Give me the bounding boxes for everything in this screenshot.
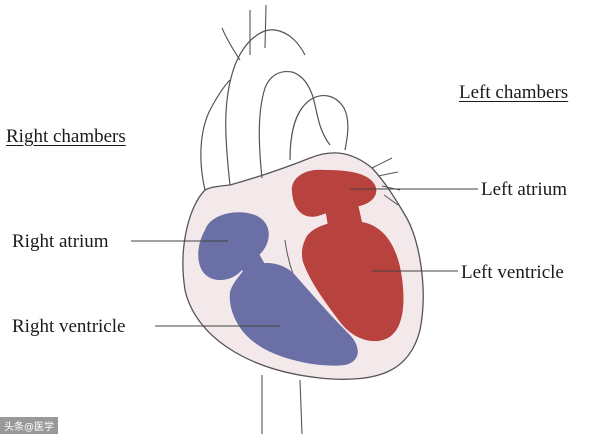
inferior-vessel-outline bbox=[261, 375, 303, 434]
right-ventricle-label: Right ventricle bbox=[12, 316, 126, 337]
right-chambers-heading: Right chambers bbox=[6, 126, 126, 147]
pulmonary-veins bbox=[371, 157, 401, 206]
mitral-valve-region bbox=[325, 204, 362, 226]
aorta-outline bbox=[225, 29, 331, 186]
left-ventricle-label: Left ventricle bbox=[461, 262, 564, 283]
right-ventricle-chamber bbox=[229, 262, 358, 366]
right-heart-border bbox=[200, 79, 231, 191]
superior-vena-cava-outline bbox=[221, 4, 267, 61]
left-chambers-heading: Left chambers bbox=[459, 82, 569, 103]
pulmonary-artery-outline bbox=[289, 94, 349, 161]
left-atrium-label: Left atrium bbox=[481, 179, 567, 200]
left-ventricle-chamber bbox=[301, 220, 404, 342]
right-atrium-chamber bbox=[198, 212, 269, 281]
watermark: 头条@医学 bbox=[0, 417, 58, 434]
right-atrium-label: Right atrium bbox=[12, 231, 109, 252]
